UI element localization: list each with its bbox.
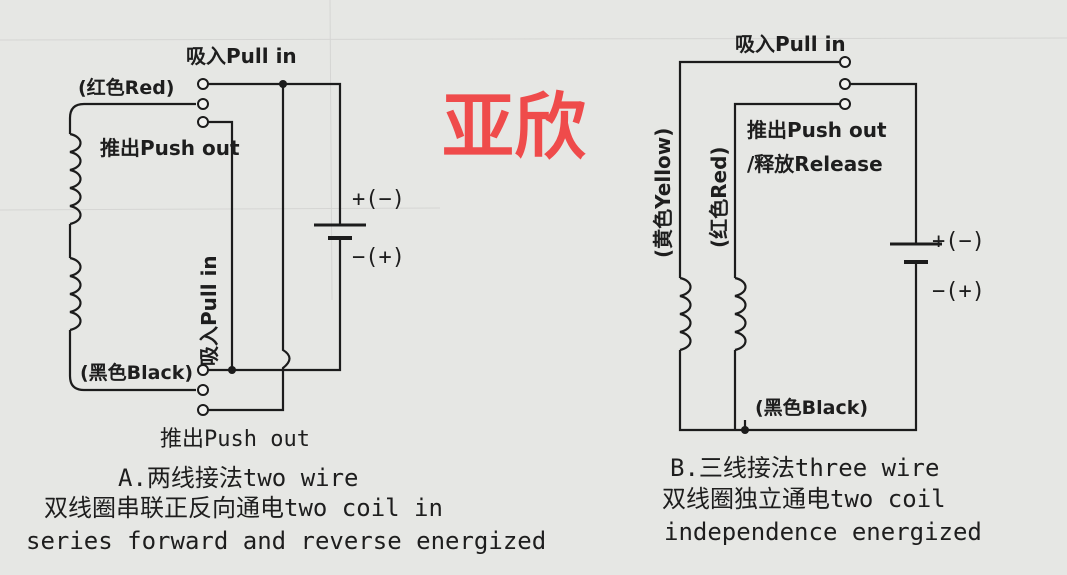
- diagram-a-caption-line2: 双线圈串联正反向通电two coil in: [44, 494, 443, 522]
- diagram-b-pull-in-terminal: [839, 56, 851, 68]
- diagram-a-caption-line3: series forward and reverse energized: [26, 527, 546, 555]
- diagram-b-caption-line3: independence energized: [664, 518, 982, 546]
- diagram-b-push-out-terminal: [839, 98, 851, 110]
- diagram-b-black-wire-label: (黑色Black): [755, 396, 868, 419]
- diagram-a-black-terminal: [197, 384, 209, 396]
- diagram-b-battery: [890, 242, 942, 278]
- diagram-b-common-terminal: [839, 78, 851, 90]
- diagram-b-wiring: [678, 60, 918, 434]
- diagram-b: 吸入Pull in 推出Push out /释放Release (黄色Yello…: [651, 32, 985, 546]
- background-faint-grid: [0, 0, 1067, 301]
- diagram-a-red-terminal: [197, 98, 209, 110]
- diagram-a-coil: [68, 102, 178, 392]
- diagram-b-yellow-wire-label: (黄色Yellow): [651, 128, 675, 258]
- diagram-a-push-out-terminal: [197, 116, 209, 128]
- diagram-a-red-wire-label: (红色Red): [78, 76, 175, 99]
- diagram-b-battery-plus-label: +(−): [932, 229, 985, 254]
- diagram-a-push-out-label: 推出Push out: [100, 136, 240, 160]
- diagram-a-battery-plus-label: +(−): [352, 187, 405, 212]
- diagram-a-pull-in-terminal: [197, 78, 209, 90]
- diagram-a-wiring: [208, 80, 342, 412]
- diagram-b-pull-in-label: 吸入Pull in: [735, 32, 846, 56]
- diagram-a-push-out-bottom-terminal: [197, 404, 209, 416]
- diagram-b-caption-line1: B.三线接法three wire: [670, 454, 939, 482]
- diagram-b-caption-line2: 双线圈独立通电two coil: [662, 485, 946, 513]
- diagram-b-release-label: /释放Release: [747, 152, 883, 176]
- diagram-b-battery-minus-label: −(+): [932, 279, 985, 304]
- diagram-a-black-wire-label: (黑色Black): [80, 361, 193, 384]
- diagram-a: 吸入Pull in (红色Red) 推出Push out 吸入Pull in (…: [26, 44, 546, 555]
- diagram-b-push-out-label: 推出Push out: [747, 118, 887, 142]
- watermark-logo: 亚欣: [442, 85, 586, 169]
- diagram-b-red-wire-label: (红色Red): [707, 146, 731, 248]
- diagram-a-battery-minus-label: −(+): [352, 245, 405, 270]
- diagram-a-pull-in-label: 吸入Pull in: [186, 44, 297, 68]
- diagram-a-battery: [314, 190, 366, 248]
- diagram-a-push-out-bottom-label: 推出Push out: [160, 427, 310, 452]
- diagram-a-caption-line1: A.两线接法two wire: [118, 464, 359, 492]
- diagram-a-pull-in-vertical-label: 吸入Pull in: [197, 255, 221, 366]
